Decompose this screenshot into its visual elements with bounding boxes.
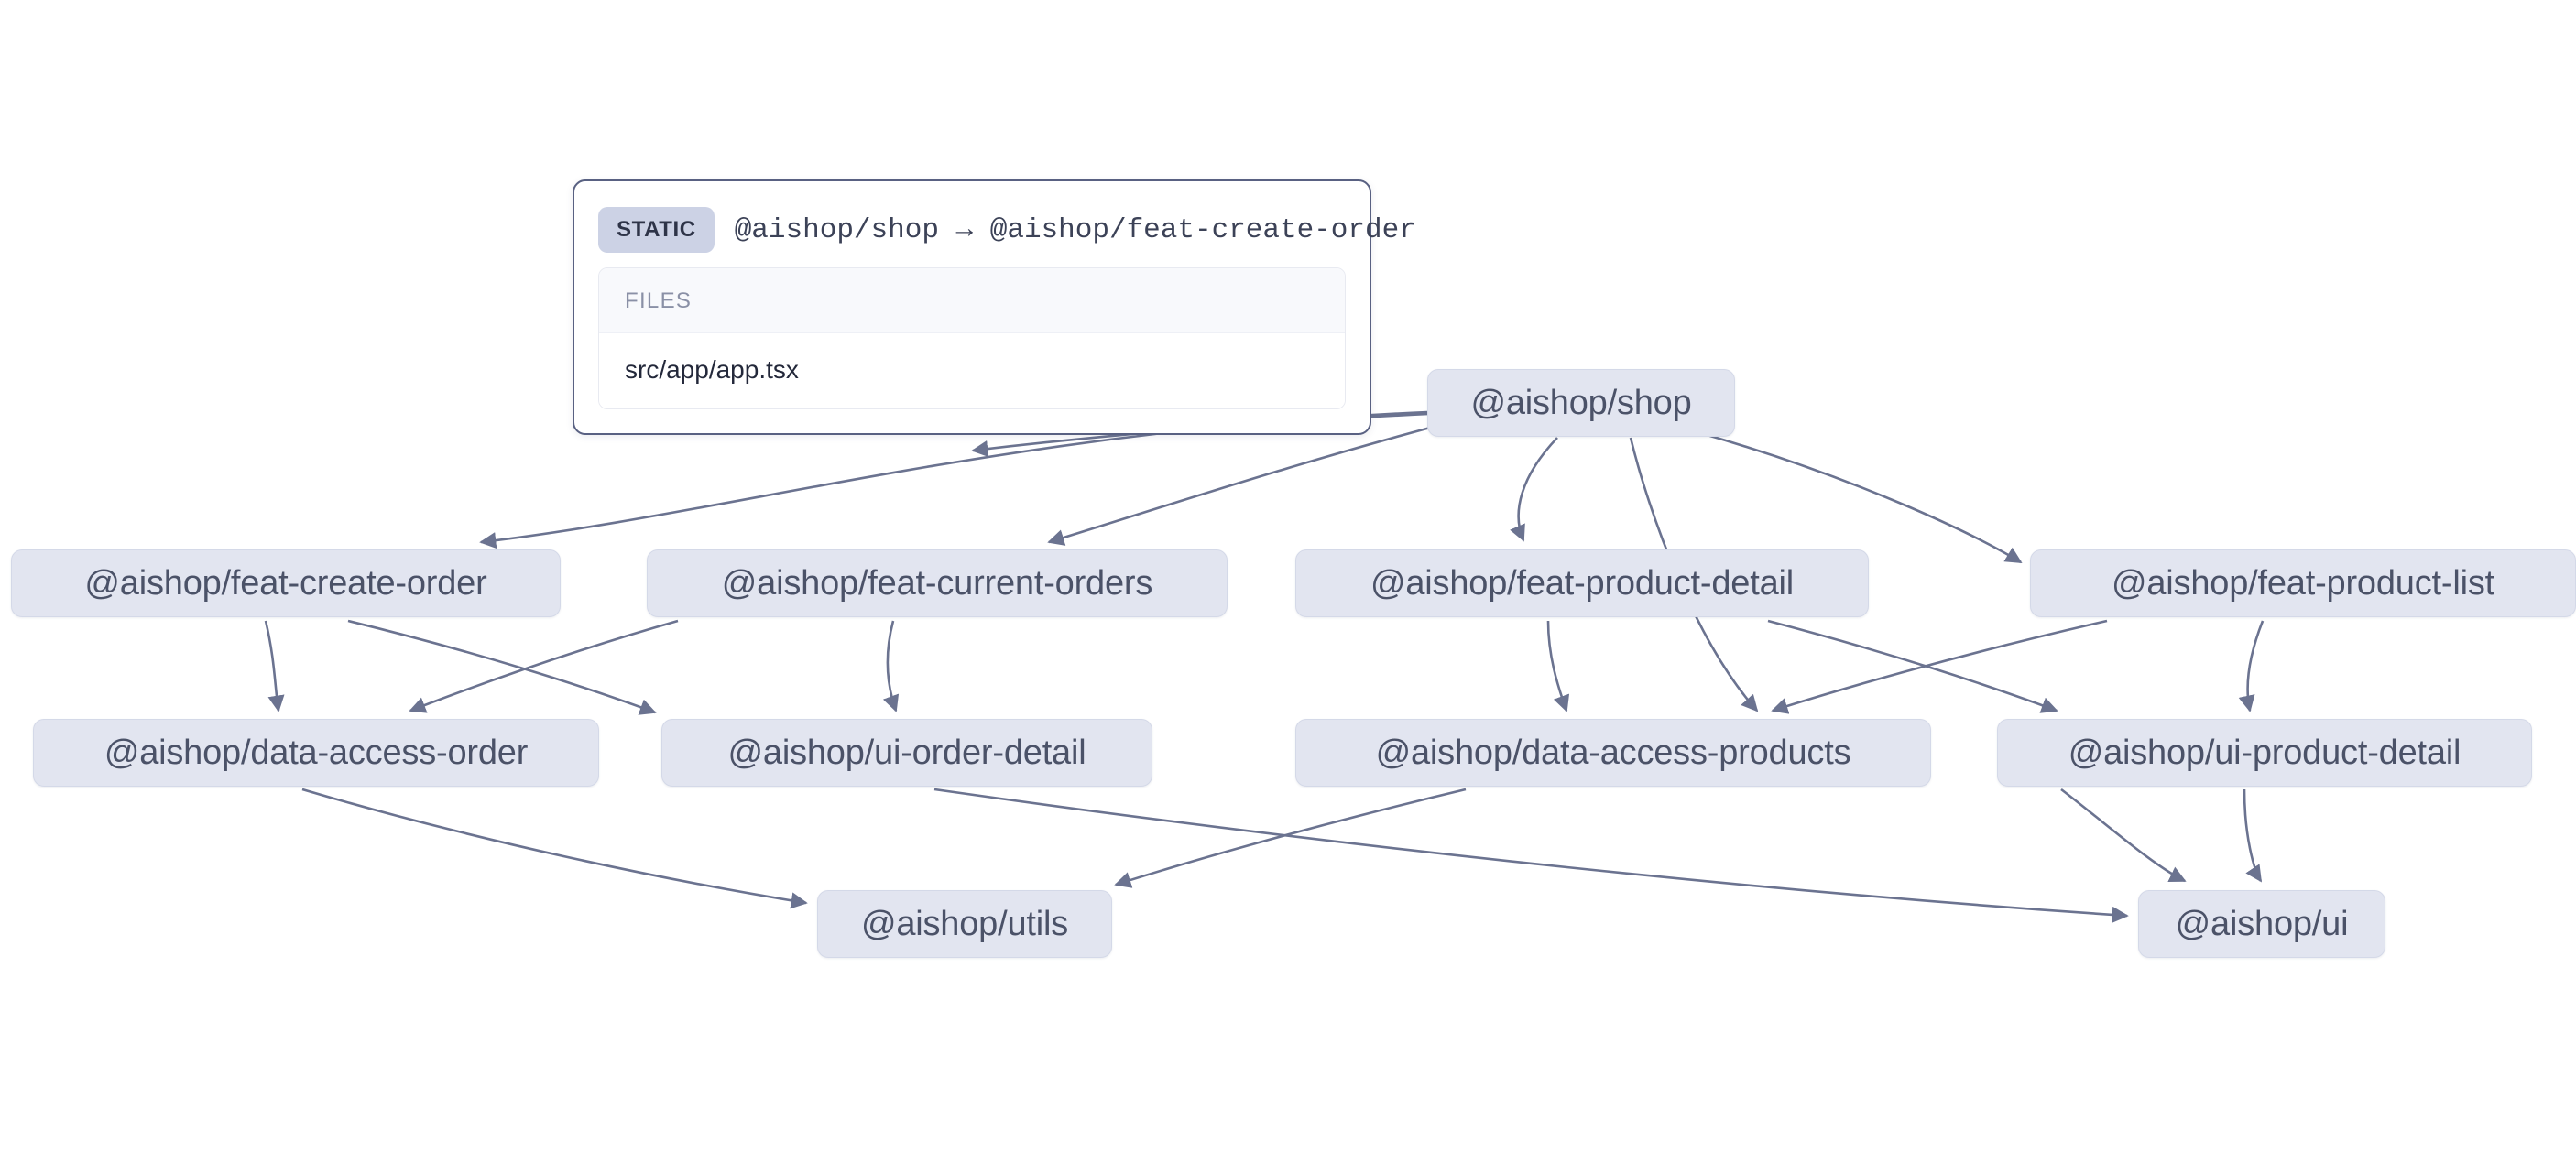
graph-node-feat-create-order[interactable]: @aishop/feat-create-order	[11, 549, 561, 617]
edge-ui-product-detail-to-ui	[2243, 788, 2263, 883]
edge-data-access-products-to-utils	[1114, 788, 1467, 888]
edge-feat-create-order-to-data-access-order	[264, 620, 285, 712]
graph-node-data-access-products[interactable]: @aishop/data-access-products	[1295, 719, 1931, 787]
graph-node-ui[interactable]: @aishop/ui	[2138, 890, 2385, 958]
graph-node-ui-order-detail[interactable]: @aishop/ui-order-detail	[661, 719, 1152, 787]
graph-node-label: @aishop/feat-current-orders	[721, 563, 1153, 603]
graph-node-label: @aishop/shop	[1470, 383, 1692, 422]
graph-node-label: @aishop/utils	[860, 904, 1069, 943]
graph-node-label: @aishop/feat-create-order	[84, 563, 487, 603]
graph-node-label: @aishop/data-access-order	[104, 733, 529, 772]
graph-node-label: @aishop/ui-order-detail	[727, 733, 1086, 772]
edge-detail-tooltip: STATIC @aishop/shop → @aishop/feat-creat…	[573, 179, 1416, 435]
graph-node-utils[interactable]: @aishop/utils	[817, 890, 1112, 958]
edge-data-access-order-to-utils	[301, 788, 808, 909]
edge-shop-to-feat-product-list	[1703, 432, 2023, 564]
graph-node-feat-product-detail[interactable]: @aishop/feat-product-detail	[1295, 549, 1869, 617]
graph-node-label: @aishop/ui-product-detail	[2068, 733, 2461, 772]
graph-node-label: @aishop/ui	[2175, 904, 2349, 943]
graph-node-shop[interactable]: @aishop/shop	[1427, 369, 1735, 437]
files-panel: FILES src/app/app.tsx	[598, 267, 1346, 409]
edge-shop-to-feat-product-detail	[1510, 437, 1558, 542]
graph-node-label: @aishop/feat-product-detail	[1370, 563, 1794, 603]
edge-shop-to-feat-current-orders	[1047, 425, 1435, 546]
edge-feat-product-detail-to-ui-product-detail	[1767, 619, 2058, 713]
file-list-item[interactable]: src/app/app.tsx	[599, 333, 1345, 408]
edge-feat-product-list-to-ui-product-detail	[2238, 620, 2265, 712]
graph-node-feat-current-orders[interactable]: @aishop/feat-current-orders	[647, 549, 1228, 617]
edge-feat-create-order-to-ui-order-detail	[347, 619, 657, 715]
edge-feat-current-orders-to-data-access-order	[409, 619, 679, 713]
tooltip-title: @aishop/shop → @aishop/feat-create-order	[734, 213, 1416, 246]
graph-node-feat-product-list[interactable]: @aishop/feat-product-list	[2030, 549, 2576, 617]
edge-ui-product-detail-left-to-ui	[2060, 788, 2187, 883]
graph-node-label: @aishop/data-access-products	[1375, 733, 1851, 772]
edge-feat-current-orders-to-ui-order-detail	[882, 620, 900, 712]
tooltip-header: STATIC @aishop/shop → @aishop/feat-creat…	[598, 201, 1416, 267]
edge-ui-order-detail-to-ui	[933, 788, 2129, 923]
edge-feat-product-list-to-data-access-products	[1771, 619, 2108, 714]
graph-node-data-access-order[interactable]: @aishop/data-access-order	[33, 719, 599, 787]
status-badge-static: STATIC	[598, 207, 715, 253]
edge-feat-product-detail-to-data-access-products	[1546, 620, 1570, 712]
files-section-header: FILES	[599, 268, 1345, 333]
graph-node-ui-product-detail[interactable]: @aishop/ui-product-detail	[1997, 719, 2532, 787]
graph-node-label: @aishop/feat-product-list	[2112, 563, 2494, 603]
